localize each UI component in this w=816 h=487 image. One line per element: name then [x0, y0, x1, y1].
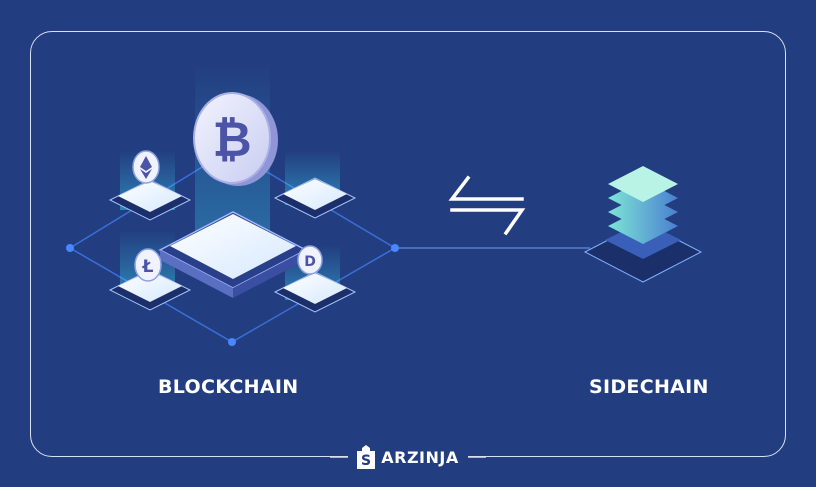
sidechain-label: SIDECHAIN [589, 376, 709, 398]
chip-bottom-left [108, 269, 192, 311]
bitcoin-coin-icon: ₿ [193, 92, 278, 186]
central-chip [158, 211, 308, 298]
chip-bottom-right [273, 271, 357, 313]
svg-text:D: D [304, 254, 316, 270]
swap-arrows-icon [448, 175, 526, 236]
svg-text:Ł: Ł [142, 257, 154, 277]
blockchain-label: BLOCKCHAIN [158, 376, 299, 398]
arzinja-logo-icon: S [357, 445, 376, 469]
server-stack-icon [583, 166, 703, 283]
svg-text:₿: ₿ [212, 112, 251, 168]
svg-text:S: S [361, 453, 371, 469]
brand-mark: S ARZINJA [348, 442, 468, 472]
chip-top-right [273, 177, 357, 219]
brand-name: ARZINJA [381, 447, 459, 467]
ethereum-coin-icon [132, 150, 160, 184]
dash-coin-icon: D [297, 245, 323, 275]
litecoin-coin-icon: Ł [134, 248, 162, 282]
chip-top-left [108, 179, 192, 221]
